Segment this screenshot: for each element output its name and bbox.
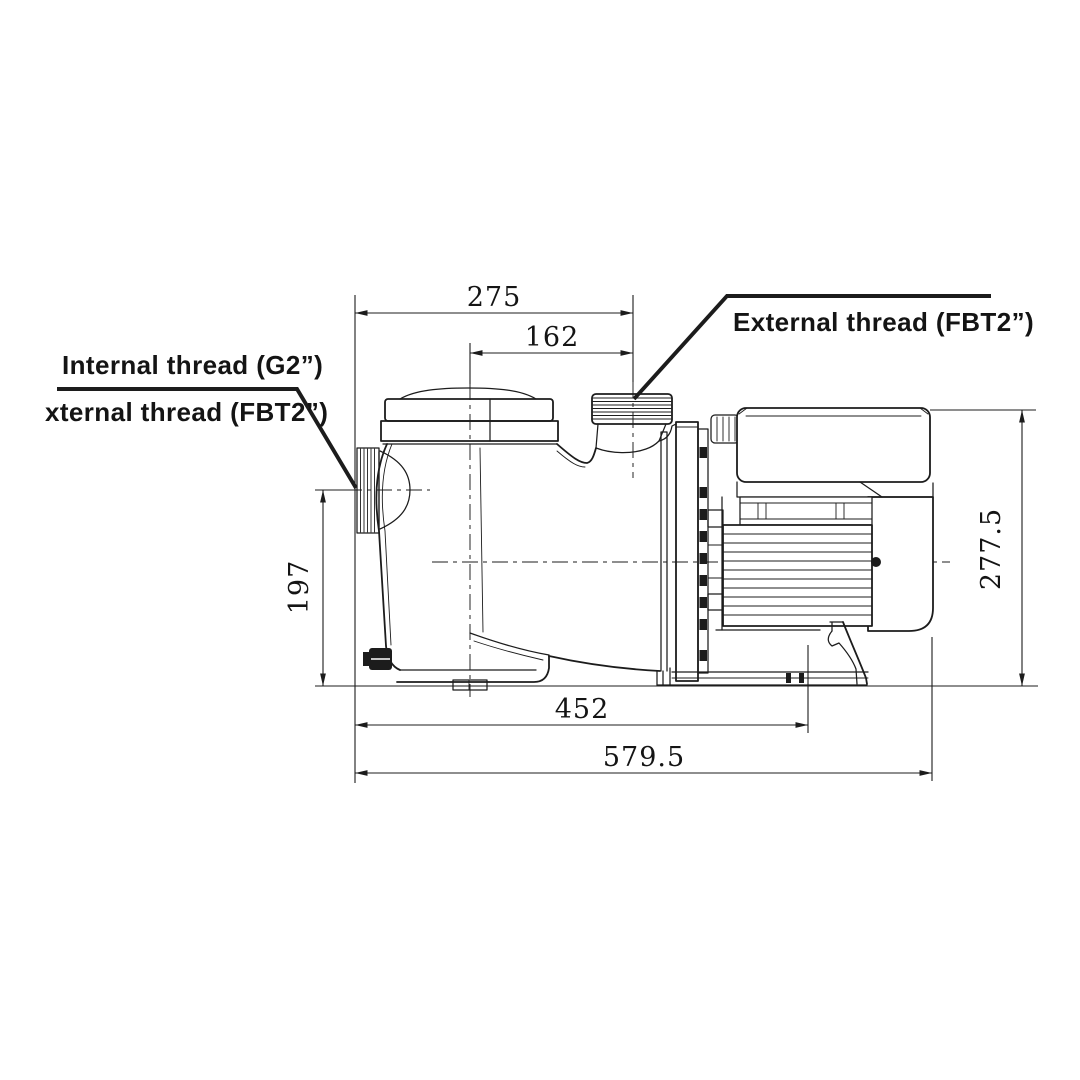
motor-junction-box: [736, 407, 934, 498]
dimensions: 275 162 197 277.5 452 579.5: [284, 282, 1038, 783]
dimension-162-value: 162: [525, 322, 580, 353]
motor-cooling-fins: [715, 524, 881, 631]
internal-thread-label-line1: Internal thread (G2”): [62, 350, 323, 380]
strainer-lid: [380, 387, 559, 445]
callouts: External thread (FBT2”) Internal thread …: [45, 294, 1034, 489]
dimension-277-5: 277.5: [930, 409, 1036, 686]
shaft-end: [871, 557, 881, 567]
external-thread-leader: [632, 294, 991, 401]
strainer-pot: [375, 443, 550, 691]
dimension-452-value: 452: [555, 694, 610, 725]
dimension-579-5-value: 579.5: [603, 742, 685, 773]
inlet-threaded-port: [356, 447, 411, 534]
dimension-579-5: 579.5: [355, 637, 933, 781]
internal-thread-label-line2: xternal thread (FBT2”): [45, 397, 328, 427]
drain-plug: [363, 648, 392, 670]
dimension-452: 452: [355, 645, 809, 733]
dimension-277-5-value: 277.5: [976, 508, 1007, 590]
dimension-275-value: 275: [467, 282, 522, 313]
outlet-threaded-port: [591, 393, 673, 449]
dimension-197-value: 197: [284, 560, 315, 615]
motor-vent-band: [739, 496, 873, 526]
pump-volute: [548, 423, 677, 672]
internal-thread-leader: [57, 387, 358, 489]
seal-plate: [675, 421, 724, 682]
dimension-197: 197: [284, 489, 355, 686]
dimension-162: 162: [469, 322, 633, 384]
motor-foot: [827, 621, 868, 685]
motor-end-cap: [867, 496, 934, 632]
motor-baseplate: [656, 667, 869, 686]
pump-body: [356, 387, 934, 691]
dimension-275: 275: [355, 282, 633, 316]
cable-gland: [710, 414, 740, 444]
external-thread-label: External thread (FBT2”): [733, 307, 1034, 337]
